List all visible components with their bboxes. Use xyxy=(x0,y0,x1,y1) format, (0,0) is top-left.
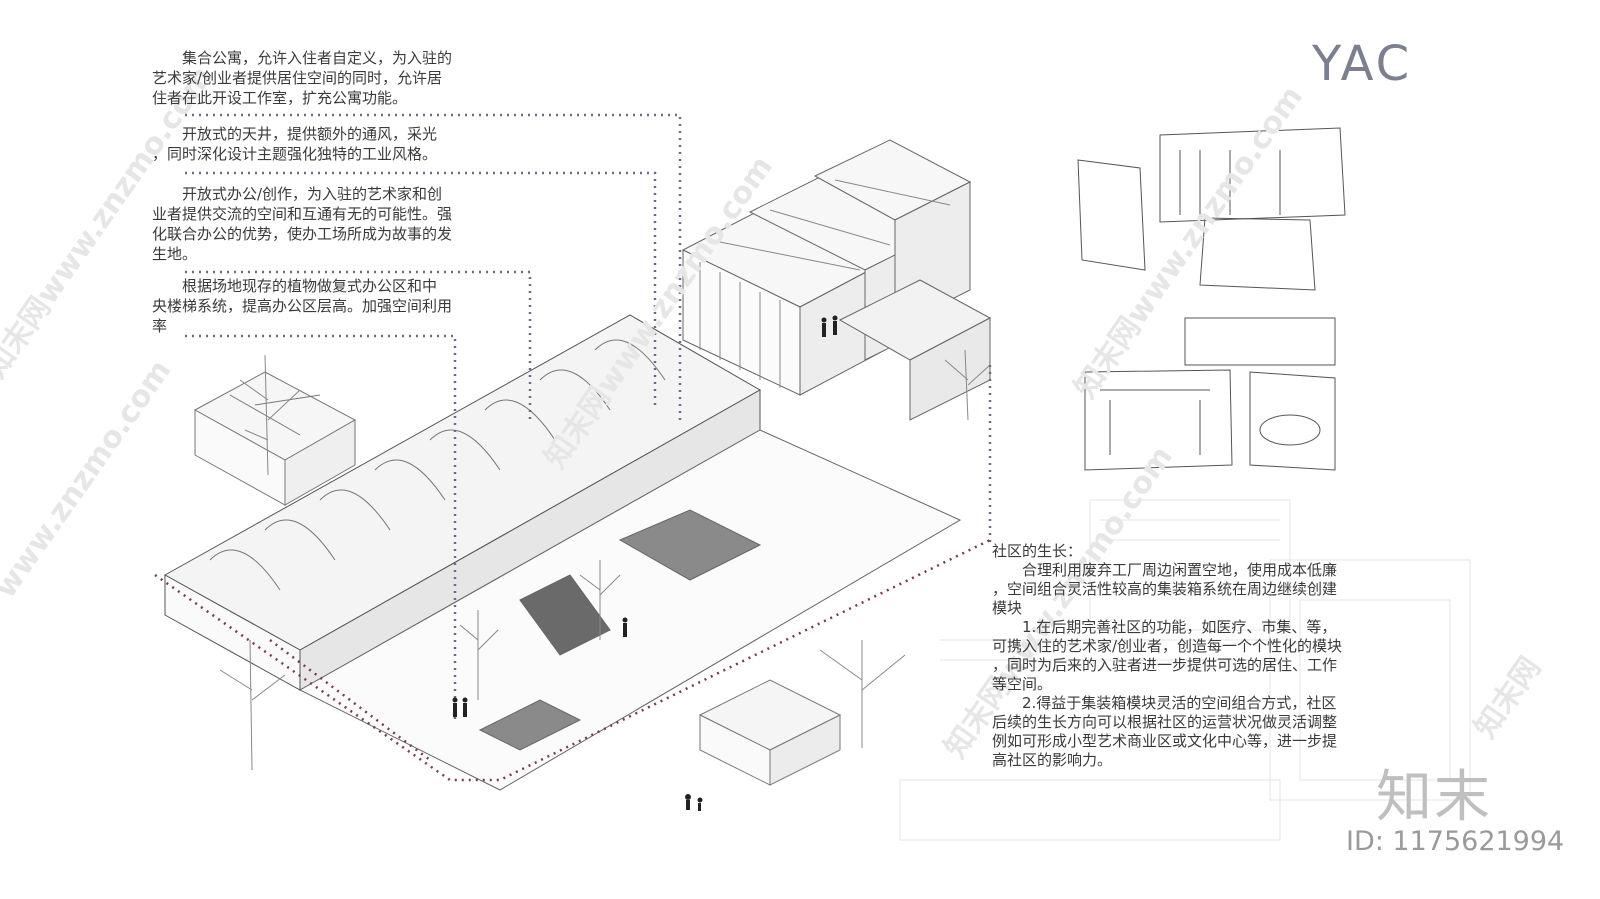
svg-text:www.znzmo.com: www.znzmo.com xyxy=(0,354,178,605)
annotation-apartment: 集合公寓，允许入住者自定义，为入驻的 艺术家/创业者提供居住空间的同时，允许居 … xyxy=(152,48,512,108)
factory-shed xyxy=(163,314,762,691)
growth-path xyxy=(154,538,991,782)
annotation-line: 根据场地现存的植物做复式办公区和中 xyxy=(152,277,438,295)
community-line: ，同时为后来的入驻者进一步提供可选的居住、工作 xyxy=(992,656,1338,674)
annotation-line: 生地。 xyxy=(152,245,198,263)
sketches xyxy=(1077,127,1346,471)
community-line: 合理利用废弃工厂周边闲置空地，使用成本低廉 xyxy=(992,561,1338,579)
leader-lines xyxy=(185,113,992,720)
lower-container xyxy=(698,679,842,786)
annotation-line: 住者在此开设工作室，扩充公寓功能。 xyxy=(152,89,408,107)
annotation-line: 开放式的天井，提供额外的通风，采光 xyxy=(152,125,438,143)
background-building xyxy=(899,499,1471,841)
annotation-courtyard: 开放式的天井，提供额外的通风，采光 ，同时深化设计主题强化独特的工业风格。 xyxy=(152,124,512,164)
annotation-line: 集合公寓，允许入住者自定义，为入驻的 xyxy=(152,49,453,67)
small-container xyxy=(193,371,357,506)
image-id-label: ID: 1175621994 xyxy=(1346,826,1565,857)
community-line: 等空间。 xyxy=(992,675,1053,693)
svg-text:知末网www.znzmo.com: 知末网www.znzmo.com xyxy=(1068,80,1310,405)
community-line: 可携入住的艺术家/创业者，创造每一个个性化的模块 xyxy=(992,637,1343,655)
annotation-line: 率 xyxy=(152,317,168,335)
svg-text:知末网: 知末网 xyxy=(1468,651,1548,745)
apartment-containers xyxy=(681,139,992,421)
annotation-stairs: 根据场地现存的植物做复式办公区和中 央楼梯系统，提高办公区层高。加强空间利用 率 xyxy=(152,276,512,336)
annotation-line: 业者提供交流的空间和互通有无的可能性。强 xyxy=(152,205,453,223)
page-title: YAC xyxy=(1312,36,1413,92)
annotation-line: ，同时深化设计主题强化独特的工业风格。 xyxy=(152,145,438,163)
community-line: 2.得益于集装箱模块灵活的空间组合方式，社区 xyxy=(992,694,1337,712)
community-line: 后续的生长方向可以根据社区的运营状况做灵活调整 xyxy=(992,713,1338,731)
community-line: ，空间组合灵活性较高的集装箱系统在周边继续创建 xyxy=(992,580,1338,598)
community-line: 1.在后期完善社区的功能，如医疗、市集、等， xyxy=(992,618,1337,636)
trees xyxy=(219,349,991,771)
community-growth-text: 社区的生长： 合理利用废弃工厂周边闲置空地，使用成本低廉 ，空间组合灵活性较高的… xyxy=(992,542,1402,770)
annotation-line: 开放式办公/创作，为入驻的艺术家和创 xyxy=(152,185,443,203)
community-line: 模块 xyxy=(992,599,1023,617)
annotation-line: 艺术家/创业者提供居住空间的同时，允许居 xyxy=(152,69,443,87)
people xyxy=(452,315,838,811)
annotation-line: 央楼梯系统，提高办公区层高。加强空间利用 xyxy=(152,297,453,315)
watermark-logo: 知末 xyxy=(1376,765,1492,830)
annotation-open-office: 开放式办公/创作，为入驻的艺术家和创 业者提供交流的空间和互通有无的可能性。强 … xyxy=(152,184,512,264)
community-line: 社区的生长： xyxy=(992,542,1083,560)
community-line: 高社区的影响力。 xyxy=(992,751,1113,769)
community-line: 例如可形成小型艺术商业区或文化中心等，进一步提 xyxy=(992,732,1338,750)
annotation-line: 化联合办公的优势，使办工场所成为故事的发 xyxy=(152,225,453,243)
